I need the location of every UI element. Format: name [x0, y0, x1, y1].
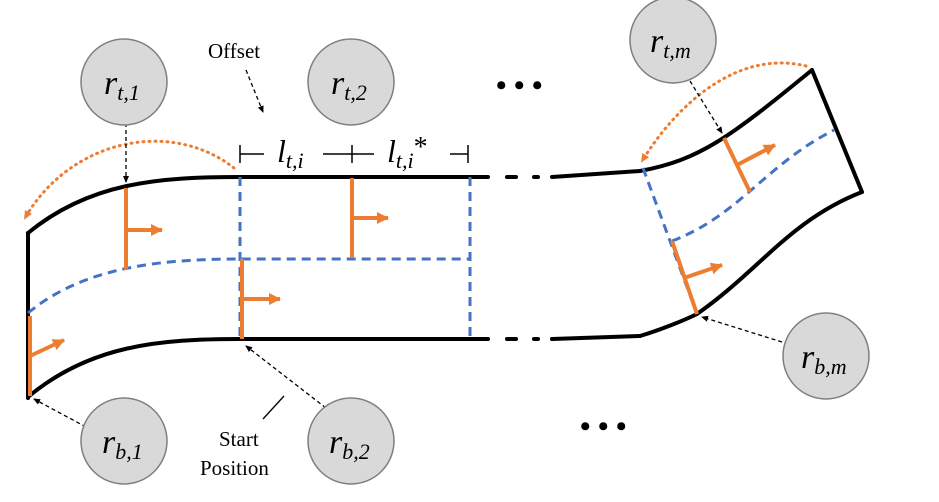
node-rt2 — [307, 38, 395, 126]
robot-frames — [28, 137, 776, 396]
centerline-left — [27, 257, 470, 315]
frame-rb1-arrow — [29, 338, 65, 358]
segment-length-dimension — [239, 145, 469, 163]
bottom-continuation — [505, 334, 642, 341]
pointer-rbm — [701, 315, 783, 343]
label-rt2: rt,2 — [331, 65, 367, 105]
top-continuation — [505, 169, 642, 179]
right-divider — [641, 167, 699, 315]
label-rbm: rb,m — [801, 339, 847, 379]
label-rt1: rt,1 — [104, 65, 140, 105]
robot-nodes — [80, 0, 870, 485]
transfer-arcs — [23, 61, 808, 220]
label-offset: Offset — [208, 39, 260, 63]
label-rtm: rt,m — [650, 23, 691, 63]
pointers — [33, 69, 783, 428]
strip-outline — [26, 68, 864, 400]
right-top-edge — [638, 68, 814, 173]
pointer-rb1 — [33, 398, 87, 428]
text-labels: rt,1 rt,2 rt,m rb,1 rb,2 rb,m lt,i lt,i*… — [102, 23, 847, 480]
node-rb1 — [80, 397, 168, 485]
bottom-edge — [26, 337, 490, 399]
pointer-rtm — [689, 80, 723, 134]
left-transfer-arc — [23, 139, 236, 220]
ellipsis-bottom: • • • — [580, 410, 627, 443]
right-centerline — [671, 128, 835, 243]
start-position-leader — [262, 395, 285, 420]
pointer-offset — [245, 69, 264, 113]
node-rt1 — [80, 38, 168, 126]
right-bottom-edge — [638, 190, 864, 338]
right-end — [810, 68, 864, 194]
label-position-b: Position — [200, 456, 269, 480]
node-rb2 — [307, 397, 395, 485]
label-rb2: rb,2 — [329, 424, 370, 464]
frame-rbm-arrow — [683, 262, 723, 280]
right-transfer-arc — [640, 61, 808, 163]
node-rtm — [629, 0, 717, 84]
offset-guides — [27, 128, 835, 339]
label-start: Start — [219, 427, 259, 451]
frame-rtm-arrow — [736, 143, 776, 167]
node-rbm — [782, 312, 870, 400]
top-edge — [26, 175, 490, 235]
label-rb1: rb,1 — [102, 424, 143, 464]
label-segment-length-star: lt,i* — [387, 132, 428, 173]
pointer-rb2 — [245, 345, 327, 409]
label-segment-length: lt,i — [277, 133, 304, 173]
ellipsis-top: • • • — [496, 69, 543, 102]
